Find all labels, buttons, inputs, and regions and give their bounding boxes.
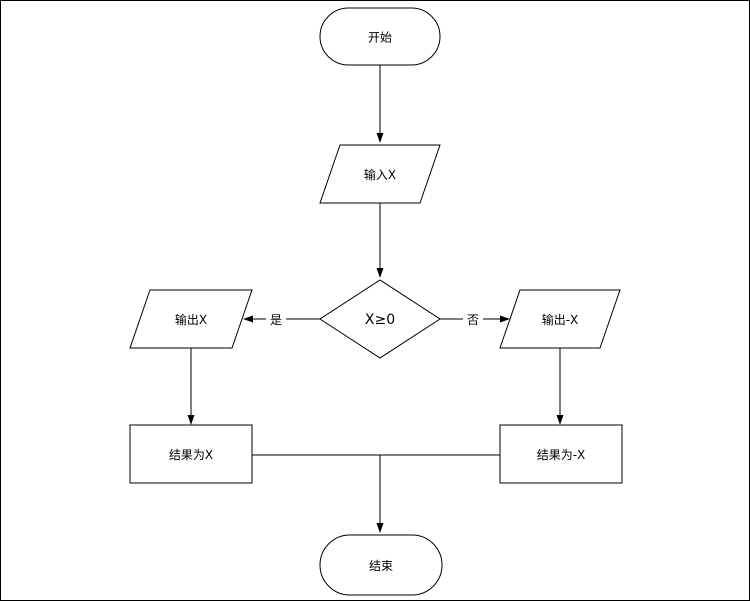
arrowhead-down-icon [376, 523, 384, 533]
node-output-neg: 输出-X [499, 289, 621, 349]
node-result-pos: 结果为X [129, 424, 253, 484]
node-start-label: 开始 [368, 31, 392, 45]
process-shape [499, 424, 623, 484]
parallelogram-shape [129, 289, 253, 349]
no-label-background [463, 310, 483, 327]
arrowhead-right-icon [500, 315, 510, 323]
node-output-pos: 输出X [129, 289, 253, 349]
diamond-shape [319, 279, 441, 359]
arrowhead-down-icon [376, 133, 384, 143]
node-decision: X≥0 [319, 279, 441, 359]
edge-merge-to-end [376, 455, 384, 533]
process-shape [129, 424, 253, 484]
edge-output-pos-to-result-pos [187, 348, 195, 425]
node-input-label: 输入X [364, 167, 396, 182]
parallelogram-shape [499, 289, 621, 349]
node-decision-label: X≥0 [365, 312, 395, 328]
edge-start-to-input [376, 65, 384, 143]
arrowhead-down-icon [376, 268, 384, 278]
node-output-neg-label: 输出-X [542, 312, 579, 327]
terminator-shape [319, 7, 441, 66]
edge-input-to-decision [376, 203, 384, 278]
node-result-neg-label: 结果为-X [537, 448, 586, 462]
node-end-label: 结束 [369, 559, 393, 573]
parallelogram-shape [319, 144, 441, 204]
arrowhead-left-icon [243, 315, 253, 323]
node-result-pos-label: 结果为X [169, 448, 213, 462]
node-input: 输入X [319, 144, 441, 204]
terminator-shape [319, 534, 443, 596]
edge-label-no: 否 [467, 313, 479, 327]
edge-decision-to-output-pos: 是 [243, 310, 320, 327]
edge-label-yes: 是 [270, 313, 282, 327]
edge-output-neg-to-result-neg [556, 348, 564, 425]
node-result-neg: 结果为-X [499, 424, 623, 484]
node-output-pos-label: 输出X [175, 312, 207, 327]
yes-label-background [266, 310, 286, 327]
arrowhead-down-icon [187, 415, 195, 425]
node-end: 结束 [319, 534, 443, 596]
edge-decision-to-output-neg: 否 [440, 310, 510, 327]
node-start: 开始 [319, 7, 441, 66]
arrowhead-down-icon [556, 415, 564, 425]
